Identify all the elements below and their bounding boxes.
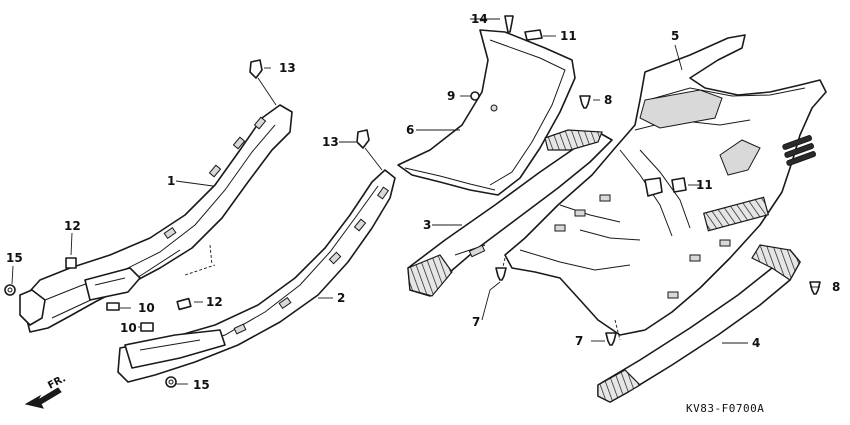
callout-13-a: 13 — [279, 61, 296, 75]
callout-12-b: 12 — [206, 295, 223, 309]
callout-6: 6 — [406, 123, 414, 137]
callout-1: 1 — [167, 174, 175, 188]
fastener-9 — [470, 91, 480, 101]
fastener-11-a — [524, 29, 543, 41]
fastener-7-b — [605, 332, 617, 346]
fastener-12-b — [176, 297, 192, 311]
fastener-13-b — [356, 129, 383, 171]
callout-13-b: 13 — [322, 135, 339, 149]
part-4-floor-mat-right — [597, 244, 801, 403]
front-direction-indicator: FR. — [24, 373, 68, 409]
callout-5: 5 — [671, 29, 679, 43]
callout-10-a: 10 — [138, 301, 155, 315]
fastener-13-a — [249, 59, 277, 106]
callout-11-b: 11 — [696, 178, 713, 192]
drawing-code: KV83-F0700A — [686, 402, 764, 415]
part-5-center-body-cover — [499, 34, 827, 341]
callout-7-a: 7 — [472, 315, 480, 329]
fastener-8-a — [579, 95, 591, 109]
callout-4: 4 — [752, 336, 760, 350]
vent-grille-lower — [702, 196, 770, 232]
fastener-12-a — [65, 257, 77, 269]
part-6-inner-cover — [397, 29, 576, 196]
callout-8-b: 8 — [832, 280, 840, 294]
fastener-10-b — [140, 322, 154, 332]
fastener-11-b — [671, 177, 687, 193]
part-2-right-side-cover — [117, 169, 396, 383]
fastener-10-a — [106, 302, 120, 311]
callout-14: 14 — [471, 12, 488, 26]
callout-2: 2 — [337, 291, 345, 305]
callout-15-b: 15 — [193, 378, 210, 392]
fastener-14 — [504, 15, 514, 33]
callout-8-a: 8 — [604, 93, 612, 107]
leader-lines — [11, 18, 820, 385]
fastener-8-b — [809, 281, 821, 295]
callout-labels: 1 2 3 4 5 6 7 7 8 8 9 10 10 11 11 12 12 … — [6, 12, 840, 392]
callout-11-a: 11 — [560, 29, 577, 43]
front-arrow-icon — [24, 387, 62, 409]
callout-10-b: 10 — [120, 321, 137, 335]
callout-9: 9 — [447, 89, 455, 103]
callout-3: 3 — [423, 218, 431, 232]
callout-12-a: 12 — [64, 219, 81, 233]
part-3-floor-mat-left — [407, 129, 613, 297]
vent-grille-upper — [782, 135, 817, 166]
fastener-15-b — [165, 376, 177, 388]
fastener-7-a — [495, 267, 507, 281]
callout-7-b: 7 — [575, 334, 583, 348]
part-1-left-side-cover — [19, 104, 293, 333]
fastener-15-a — [4, 284, 16, 296]
callout-15-a: 15 — [6, 251, 23, 265]
